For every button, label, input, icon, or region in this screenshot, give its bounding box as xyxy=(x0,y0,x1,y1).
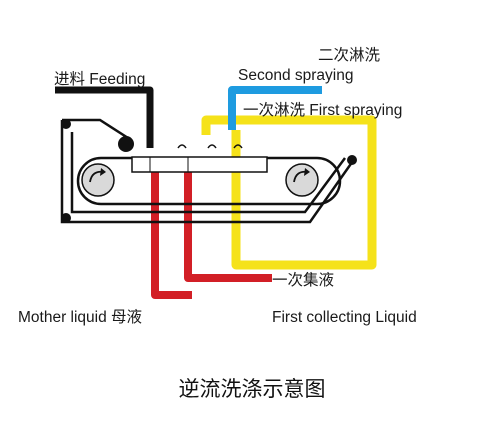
first-spraying-label: 一次淋洗 First spraying xyxy=(243,101,402,119)
second-spraying-cn-label: 二次淋洗 xyxy=(318,46,381,64)
collecting-lines xyxy=(151,172,272,299)
second-spraying-en-label: Second spraying xyxy=(238,67,353,84)
spray-nozzles xyxy=(177,144,243,149)
first-collecting-line xyxy=(184,172,272,282)
collection-box xyxy=(131,156,268,173)
first-spraying-line xyxy=(201,115,377,270)
second-spraying-line xyxy=(228,86,322,130)
first-collecting-en-label: First collecting Liquid xyxy=(272,309,417,326)
right-roller xyxy=(285,163,319,197)
first-collecting-cn-label: 一次集液 xyxy=(272,271,334,289)
diagram-caption: 逆流洗涤示意图 xyxy=(179,377,326,401)
left-roller xyxy=(81,163,115,197)
feeding-line xyxy=(55,86,154,148)
tension-rollers xyxy=(61,119,357,223)
mother-liquid-label: Mother liquid 母液 xyxy=(18,308,142,326)
feeding-label: 进料 Feeding xyxy=(54,70,145,88)
